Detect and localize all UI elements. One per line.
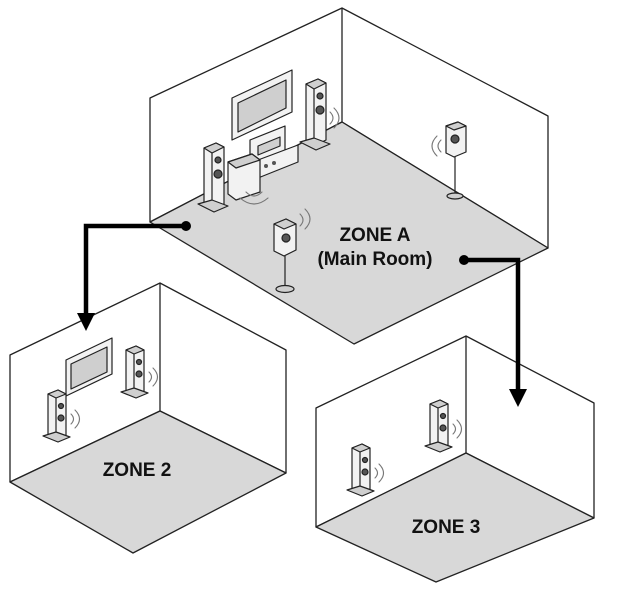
zone-2-title: ZONE 2 <box>103 460 172 481</box>
zone-3-right-speaker-icon <box>424 399 463 453</box>
zone-a-room: ZONE A (Main Room) <box>149 7 549 345</box>
subwoofer-icon <box>227 153 269 205</box>
zone-2-right-speaker-icon <box>120 345 159 399</box>
zone-3-title: ZONE 3 <box>412 517 481 538</box>
front-left-speaker-icon <box>197 142 229 213</box>
surround-right-speaker-icon <box>431 121 467 200</box>
zone-2-tv-icon <box>65 337 113 397</box>
front-right-speaker-icon <box>299 78 340 151</box>
zone-3-room: ZONE 3 <box>315 335 595 583</box>
zone-2-room: ZONE 2 <box>9 282 287 554</box>
zone-2-connection-arrow <box>77 221 191 331</box>
zone-a-title: ZONE A <box>339 225 410 246</box>
surround-left-speaker-icon <box>273 208 311 294</box>
zone-3-left-speaker-icon <box>346 443 385 497</box>
tv-icon <box>231 69 293 141</box>
zone-a-subtitle: (Main Room) <box>317 249 432 270</box>
zone-3-connection-arrow <box>459 255 527 407</box>
zone-2-left-speaker-icon <box>42 389 81 443</box>
